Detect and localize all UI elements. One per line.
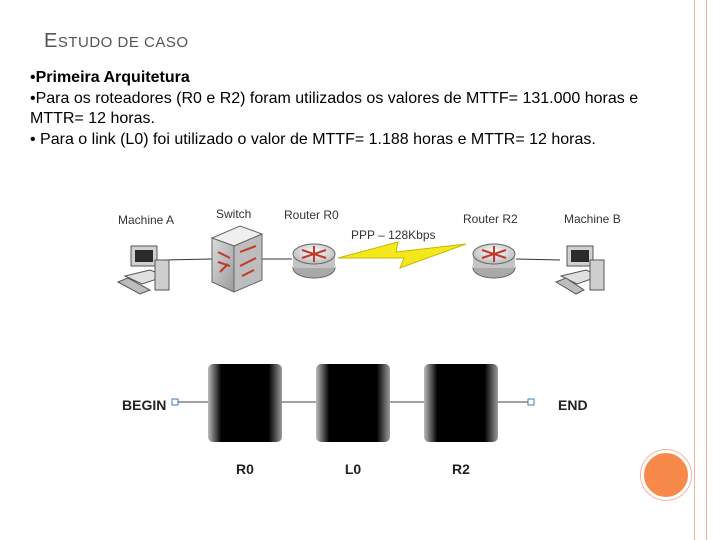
label-link: PPP – 128Kbps <box>351 228 436 242</box>
bullet-1: •Primeira Arquitetura <box>30 69 190 86</box>
slide-title: ESTUDO DE CASO <box>44 30 189 52</box>
rbd-begin-label: BEGIN <box>122 397 166 413</box>
slide-body: •Primeira Arquitetura •Para os roteadore… <box>30 68 680 150</box>
computer-icon <box>116 245 170 295</box>
label-switch: Switch <box>216 207 251 221</box>
rbd-begin-node <box>171 398 179 406</box>
label-router-r0: Router R0 <box>284 208 339 222</box>
decorative-line-right <box>706 0 707 540</box>
label-machine-a: Machine A <box>118 213 174 227</box>
rbd-end-node <box>527 398 535 406</box>
link-line-r2-b <box>515 258 561 261</box>
label-machine-b: Machine B <box>564 212 621 226</box>
decorative-circle <box>641 450 691 500</box>
bullet-2: •Para os roteadores (R0 e R2) foram util… <box>30 89 639 128</box>
router-r0-icon <box>292 243 336 279</box>
rbd-block-l0 <box>316 364 390 442</box>
lightning-link-icon <box>337 241 467 269</box>
rbd-block-r2 <box>424 364 498 442</box>
rbd-block-label: L0 <box>345 461 362 477</box>
link-line-a-switch <box>163 258 213 261</box>
label-router-r2: Router R2 <box>463 212 518 226</box>
rbd-block-label: R0 <box>236 461 254 477</box>
computer-icon <box>554 245 605 295</box>
bullet-3: • Para o link (L0) foi utilizado o valor… <box>30 130 596 148</box>
rbd-block-label: R2 <box>452 461 470 477</box>
decorative-line-left <box>694 0 695 540</box>
switch-icon <box>210 225 264 293</box>
rbd-end-label: END <box>558 397 588 413</box>
router-r2-icon <box>472 243 516 279</box>
rbd-block-r0 <box>208 364 282 442</box>
